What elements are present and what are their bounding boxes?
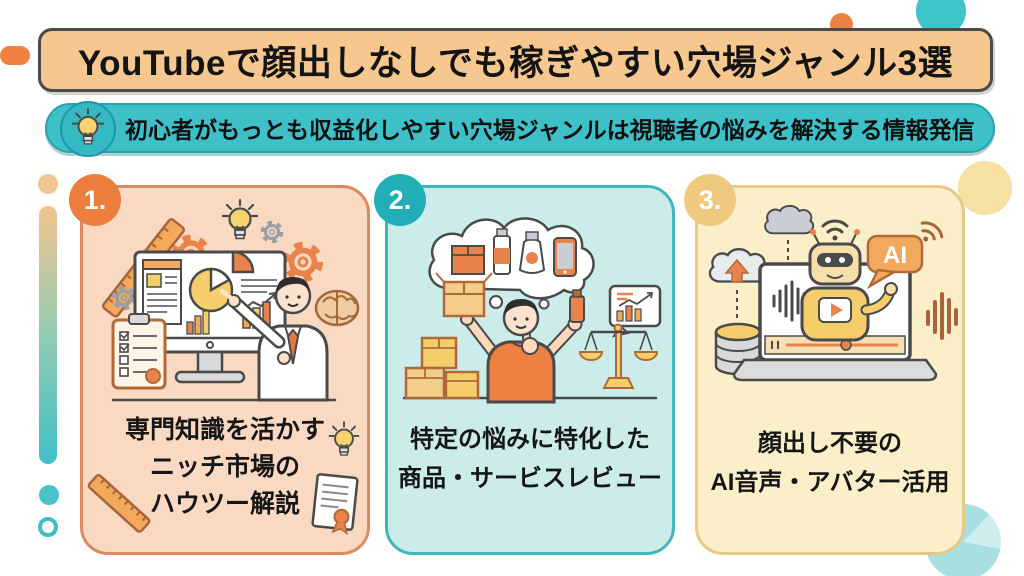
- deco-peach-dot: [38, 174, 58, 194]
- certificate-icon: [311, 473, 359, 536]
- deco-teal-dot-small: [39, 485, 59, 505]
- clipboard-checklist-icon: [111, 313, 167, 390]
- title-banner: YouTubeで顔出しなしでも稼ぎやすい穴場ジャンル3選: [38, 28, 993, 92]
- deco-teal-ring: [38, 517, 58, 537]
- ruler-icon: [87, 474, 151, 533]
- deco-yellow-circle: [958, 161, 1012, 215]
- robot-avatar-icon: [800, 229, 898, 342]
- card-product-review: 2.: [374, 174, 675, 555]
- illustration-product-review: [402, 217, 662, 404]
- card-niche-howto: 1.: [69, 174, 370, 555]
- illustration-expert-charts: [101, 198, 360, 402]
- thought-cloud-icon: [428, 217, 595, 300]
- badge-number-2: 2.: [374, 174, 426, 226]
- reviewer-person: [435, 272, 585, 404]
- thought-dot: [489, 295, 503, 309]
- thought-dot: [538, 298, 550, 310]
- screen-charts: [142, 250, 278, 335]
- wifi-icon: [920, 221, 944, 242]
- lightbulb-icon: [221, 198, 259, 240]
- card-caption: 特定の悩みに特化した 商品・サービスレビュー: [398, 426, 662, 492]
- badge-number-3: 3.: [684, 174, 736, 226]
- upload-arrow-icon: [724, 258, 750, 283]
- card-caption: 専門知識を活かす ニッチ市場の ハウツー解説: [124, 416, 325, 518]
- gear-icon: [263, 223, 281, 241]
- deco-orange-pill: [0, 46, 30, 65]
- card-caption: 顔出し不要の AI音声・アバター活用: [710, 430, 950, 496]
- badge-number-1: 1.: [69, 174, 121, 226]
- brain-icon: [314, 289, 360, 327]
- cloud-icon: [764, 204, 815, 235]
- gear-icon: [287, 246, 318, 277]
- deco-gradient-bar: [39, 206, 57, 464]
- waveform-icon: [772, 280, 806, 322]
- balance-scale-icon: [578, 323, 659, 389]
- wifi-icon: [821, 219, 849, 234]
- card-ai-avatar: 3.: [684, 174, 965, 555]
- boxes-stack-icon: [404, 336, 480, 400]
- presenter-person: [219, 277, 329, 402]
- subtitle-text: 初心者がもっとも収益化しやすい穴場ジャンルは視聴者の悩みを解決する情報発信: [125, 117, 975, 143]
- illustration-ai-avatar: AI: [708, 204, 958, 382]
- ai-label: AI: [883, 242, 907, 269]
- subtitle-banner: 初心者がもっとも収益化しやすい穴場ジャンルは視聴者の悩みを解決する情報発信: [45, 101, 995, 157]
- ai-speech-bubble: AI: [866, 234, 924, 290]
- lightbulb-icon: [60, 101, 116, 157]
- page-title: YouTubeで顔出しなしでも稼ぎやすい穴場ジャンル3選: [77, 43, 954, 83]
- lightbulb-icon: [328, 421, 360, 456]
- waveform-icon: [926, 292, 958, 340]
